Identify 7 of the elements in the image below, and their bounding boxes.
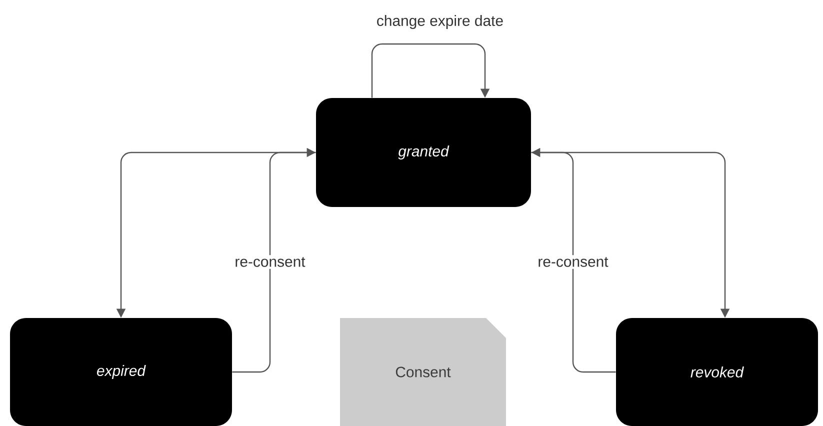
edge-label: re-consent bbox=[536, 255, 610, 269]
edge-label: re-consent bbox=[232, 255, 308, 269]
edge-label: change expire date bbox=[374, 13, 506, 31]
state-box: expired bbox=[10, 318, 232, 426]
state-box: revoked bbox=[616, 318, 818, 426]
arrow bbox=[371, 43, 490, 98]
state-box: granted bbox=[316, 98, 531, 207]
